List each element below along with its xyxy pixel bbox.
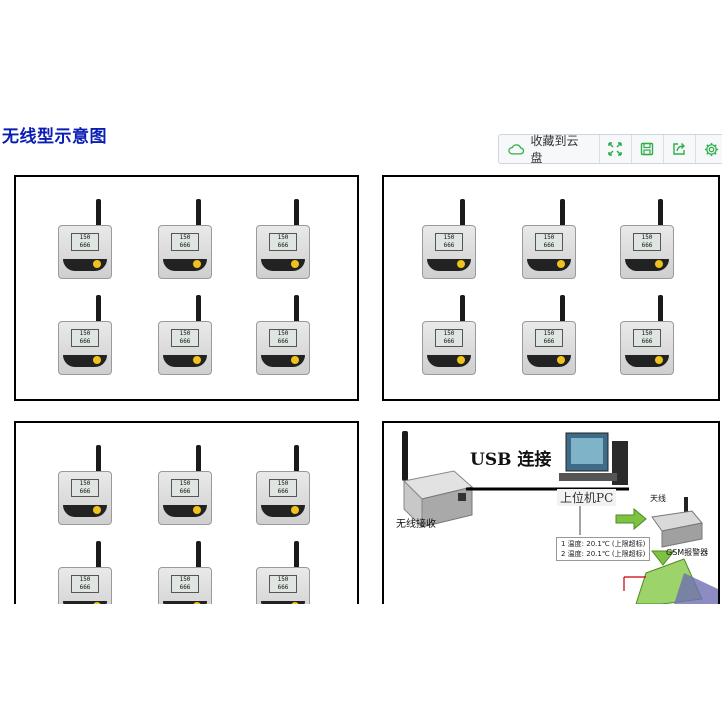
save-to-cloud-button[interactable]: 收藏到云盘	[499, 134, 600, 165]
gsm-alarm-label: GSM报警器	[666, 548, 709, 557]
legend-line-1: 1 温度: 20.1℃ (上限超标)	[561, 540, 646, 548]
flow-arrow-icon	[615, 507, 647, 531]
receiver-antenna	[402, 431, 408, 481]
settings-icon	[704, 142, 719, 156]
down-arrow-icon	[650, 550, 676, 566]
cloud-icon	[508, 144, 525, 155]
wireless-receiver	[402, 470, 474, 529]
usb-connection-label: USB 连接	[470, 450, 552, 470]
page-title: 无线型示意图	[2, 127, 107, 147]
alarm-legend: 1 温度: 20.1℃ (上限超标) 2 温度: 20.1℃ (上限超标)	[556, 537, 651, 561]
host-pc	[559, 432, 628, 485]
gsm-alarm-device	[651, 497, 703, 548]
host-pc-label: 上位机PC	[557, 489, 617, 506]
save-button[interactable]	[632, 135, 664, 163]
image-toolbar: 收藏到云盘	[498, 134, 722, 165]
fullscreen-icon	[608, 142, 622, 156]
legend-line-2: 2 温度: 20.1℃ (上限超标)	[561, 550, 646, 558]
share-icon	[673, 143, 686, 155]
save-disk-icon	[641, 142, 654, 156]
settings-button[interactable]	[696, 135, 722, 163]
antenna-label: 天线	[650, 494, 666, 503]
fullscreen-button[interactable]	[600, 135, 632, 163]
system-diagram-panel: USB 连接 无线接收 上位机PC 天线 GSM报警器 1 温度: 20.1℃ …	[382, 421, 720, 604]
share-button[interactable]	[664, 135, 696, 163]
receiver-label: 无线接收	[396, 519, 436, 530]
save-to-cloud-label: 收藏到云盘	[530, 134, 579, 165]
